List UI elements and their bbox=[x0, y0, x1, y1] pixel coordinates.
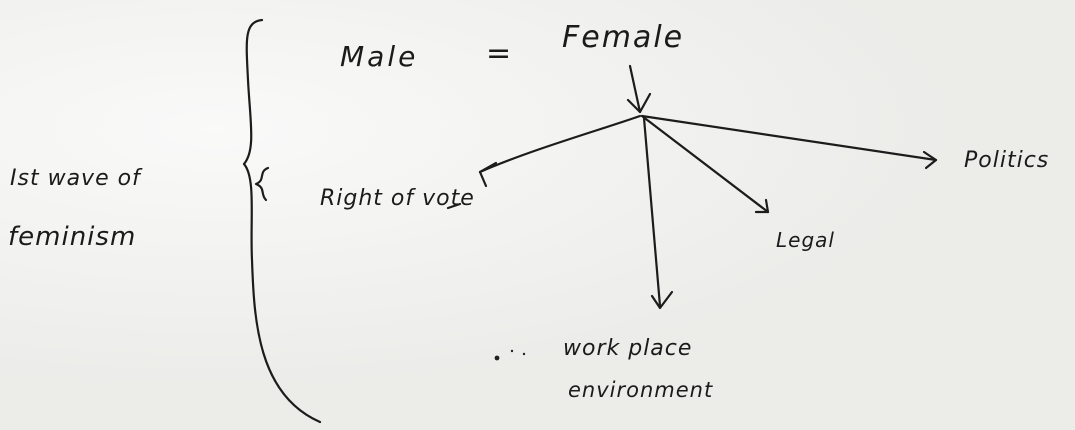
label-wave-line2: feminism bbox=[8, 222, 137, 252]
label-legal: Legal bbox=[776, 228, 835, 252]
label-politics: Politics bbox=[964, 148, 1050, 173]
label-workplace-line1: work place bbox=[563, 336, 693, 361]
arrow-to-politics bbox=[640, 114, 938, 162]
arrow-to-legal bbox=[640, 114, 770, 214]
arrow-female-to-hub-head bbox=[626, 92, 652, 114]
curly-brace bbox=[242, 18, 322, 424]
label-right-of-vote: Right of vote bbox=[320, 186, 475, 211]
arrow-to-politics-head bbox=[922, 150, 938, 170]
label-female: Female bbox=[562, 20, 685, 55]
dot-1 bbox=[494, 355, 500, 361]
label-wave-line1: Ist wave of bbox=[10, 166, 141, 191]
dot-2 bbox=[510, 349, 514, 353]
arrow-to-workplace bbox=[642, 116, 662, 308]
label-male: Male bbox=[340, 40, 419, 73]
label-workplace-line2: environment bbox=[568, 378, 714, 402]
arrow-to-right-of-vote-head bbox=[478, 161, 498, 188]
arrow-to-right-of-vote bbox=[478, 114, 642, 174]
dot-3 bbox=[522, 352, 526, 356]
arrow-to-legal-head bbox=[754, 198, 770, 214]
arrow-to-workplace-head bbox=[650, 290, 674, 310]
vote-underline-mark bbox=[446, 202, 462, 210]
small-brace bbox=[254, 166, 270, 202]
label-equals: = bbox=[486, 36, 513, 71]
arrow-female-to-hub bbox=[628, 64, 642, 114]
